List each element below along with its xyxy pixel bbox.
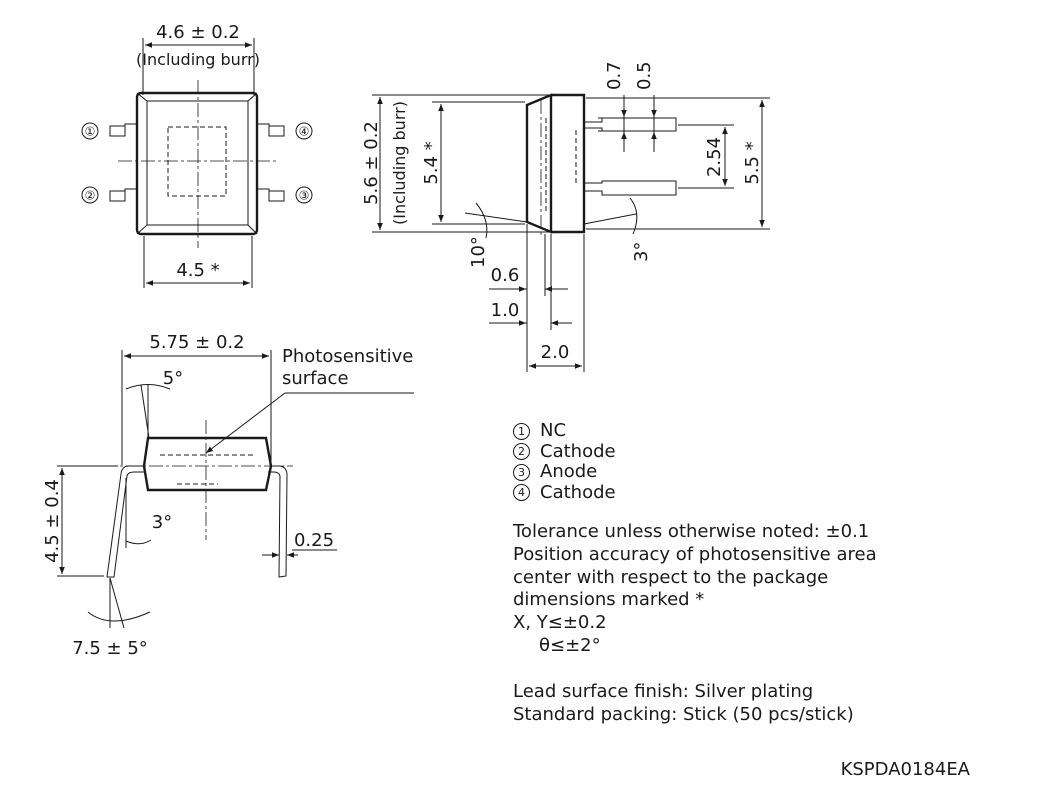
top-width-note: (Including burr) bbox=[136, 50, 260, 69]
top-view: 4.6 ± 0.2 (Including burr) ① ② ③ ④ 4.5 * bbox=[81, 22, 313, 288]
top-window-frame bbox=[146, 100, 249, 226]
photosensitive-label-1: Photosensitive bbox=[282, 346, 413, 367]
legend-label-3: Anode bbox=[540, 461, 598, 482]
side-lead-dim-0-5: 0.5 bbox=[634, 61, 655, 90]
notes-spacer bbox=[513, 658, 877, 681]
top-bottom-dim: 4.5 * bbox=[176, 260, 219, 281]
side-angle-left: 10° bbox=[468, 236, 489, 268]
note-tolerance: Tolerance unless otherwise noted: ±0.1 bbox=[513, 521, 870, 542]
legend-item-3: 3 Anode bbox=[513, 461, 616, 483]
pin-4-marker: ④ bbox=[299, 125, 310, 139]
pin-2-badge: 2 bbox=[513, 443, 530, 461]
legend-item-4: 4 Cathode bbox=[513, 481, 616, 504]
legend-item-1: 1 NC bbox=[513, 420, 616, 442]
side-lens-body bbox=[525, 93, 553, 234]
note-position-2: center with respect to the package bbox=[513, 566, 829, 588]
side-angle-right: 3° bbox=[631, 242, 652, 262]
pin-3-marker: ③ bbox=[299, 189, 310, 203]
side-view: 5.6 ± 0.2 (Including burr) 5.4 * 10° 3° … bbox=[361, 61, 770, 372]
legend-item-2: 2 Cathode bbox=[513, 440, 616, 463]
legend-label-4: Cathode bbox=[540, 481, 616, 503]
side-lead-dim-0-7: 0.7 bbox=[604, 61, 625, 90]
note-position-1: Position accuracy of photosensitive area bbox=[513, 543, 877, 565]
side-dim-1-0: 1.0 bbox=[491, 300, 520, 321]
front-lead-angle: 7.5 ± 5° bbox=[72, 638, 148, 659]
side-height-note: (Including burr) bbox=[390, 101, 409, 225]
front-lead-thickness: 0.25 bbox=[294, 530, 334, 551]
side-right-dim: 5.5 * bbox=[742, 141, 763, 184]
front-body bbox=[142, 436, 273, 492]
legend-label-2: Cathode bbox=[540, 440, 616, 462]
front-view: 5.75 ± 0.2 5° Photosensitive surface 4.5… bbox=[42, 332, 414, 659]
top-photosensitive-area bbox=[167, 126, 227, 197]
pin-2-marker: ② bbox=[85, 189, 96, 203]
note-theta: θ≤±2° bbox=[539, 634, 601, 656]
pin-1-marker: ① bbox=[85, 125, 96, 139]
side-pitch-dim: 2.54 bbox=[704, 137, 725, 177]
side-body-dim: 5.4 * bbox=[421, 141, 442, 184]
side-dim-2-0: 2.0 bbox=[541, 342, 570, 363]
note-position-3: dimensions marked * bbox=[513, 589, 705, 611]
pin-3-badge: 3 bbox=[513, 463, 530, 481]
pin-4-badge: 4 bbox=[513, 484, 530, 502]
note-xy: X, Y≤±0.2 bbox=[513, 612, 607, 634]
pin-1-badge: 1 bbox=[513, 422, 530, 440]
photosensitive-label-2: surface bbox=[282, 368, 349, 389]
front-height-dim: 4.5 ± 0.4 bbox=[42, 479, 63, 563]
top-width-dim: 4.6 ± 0.2 bbox=[156, 22, 240, 43]
notes-block: Tolerance unless otherwise noted: ±0.1 P… bbox=[513, 521, 877, 726]
top-body-outline bbox=[135, 91, 259, 236]
note-packing: Standard packing: Stick (50 pcs/stick) bbox=[513, 703, 854, 725]
side-dim-0-6: 0.6 bbox=[491, 265, 520, 286]
pin-legend: 1 NC 2 Cathode 3 Anode 4 Cathode bbox=[513, 420, 616, 504]
front-angle-inner: 3° bbox=[152, 512, 172, 533]
front-angle-top: 5° bbox=[163, 368, 183, 389]
note-finish: Lead surface finish: Silver plating bbox=[513, 680, 814, 702]
side-height-dim: 5.6 ± 0.2 bbox=[361, 121, 382, 205]
front-width-dim: 5.75 ± 0.2 bbox=[149, 332, 244, 353]
drawing-code: KSPDA0184EA bbox=[840, 759, 970, 780]
side-base-body bbox=[551, 93, 586, 234]
legend-label-1: NC bbox=[540, 420, 567, 441]
